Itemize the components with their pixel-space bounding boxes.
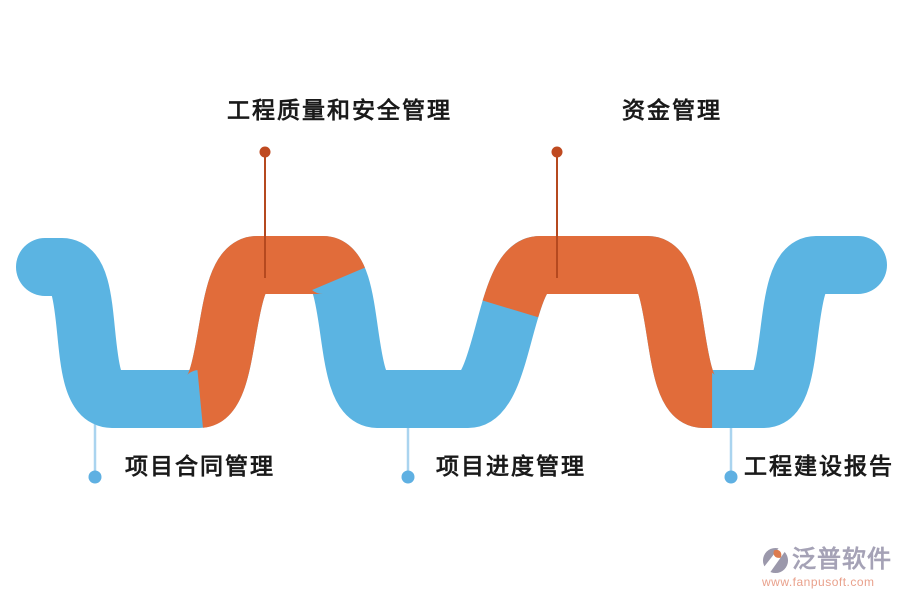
node-label-report: 工程建设报告 [744, 453, 894, 479]
pointer-dot-funds [551, 146, 563, 158]
brand-name: 泛普软件 [792, 546, 892, 573]
node-label-progress: 项目进度管理 [436, 453, 586, 479]
node-label-quality-safety: 工程质量和安全管理 [227, 97, 452, 123]
watermark-logo: 泛普软件 www.fanpusoft.com [762, 546, 892, 589]
wave-ribbon-blue [16, 236, 887, 428]
pointer-dot-report [724, 470, 738, 484]
brand-url: www.fanpusoft.com [762, 575, 875, 589]
pointer-dot-quality-safety [259, 146, 271, 158]
fanpu-logo-icon [762, 546, 789, 573]
pointer-dot-contract [88, 470, 102, 484]
pointer-dot-progress [401, 470, 415, 484]
node-label-funds: 资金管理 [622, 97, 722, 123]
node-label-contract: 项目合同管理 [125, 453, 275, 479]
